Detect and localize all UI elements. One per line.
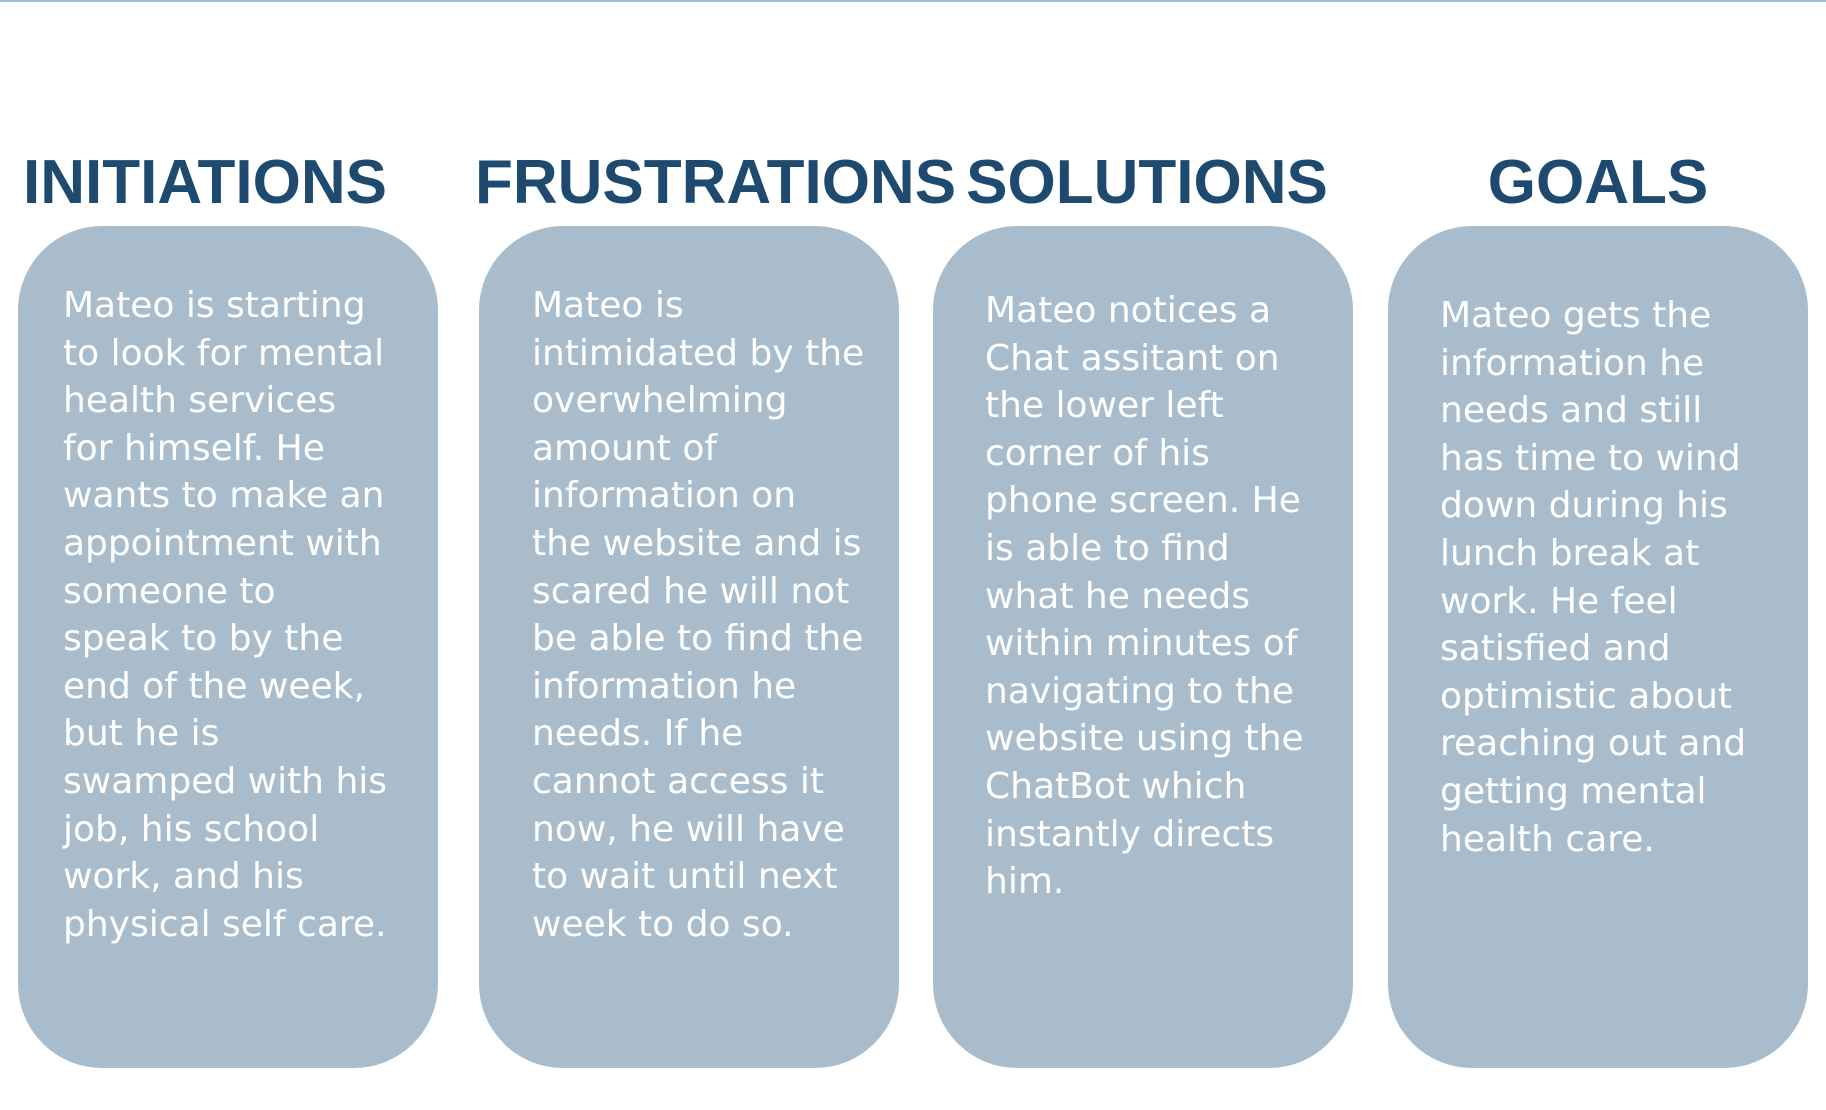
card-solutions: Mateo notices a Chat assitant on the low… [933,226,1353,1068]
card-initiations: Mateo is starting to look for mental hea… [18,226,438,1068]
heading-initiations: INITIATIONS [23,148,387,217]
card-frustrations: Mateo is intimidated by the overwhelming… [479,226,899,1068]
card-solutions-text: Mateo notices a Chat assitant on the low… [985,290,1304,903]
heading-goals: GOALS [1487,148,1709,217]
card-frustrations-text: Mateo is intimidated by the overwhelming… [532,285,865,945]
card-goals-text: Mateo gets the information he needs and … [1440,295,1747,860]
card-goals: Mateo gets the information he needs and … [1388,226,1808,1068]
card-initiations-text: Mateo is starting to look for mental hea… [63,285,388,945]
top-divider [0,0,1826,2]
heading-frustrations: FRUSTRATIONS [475,148,957,217]
heading-solutions: SOLUTIONS [966,148,1328,217]
